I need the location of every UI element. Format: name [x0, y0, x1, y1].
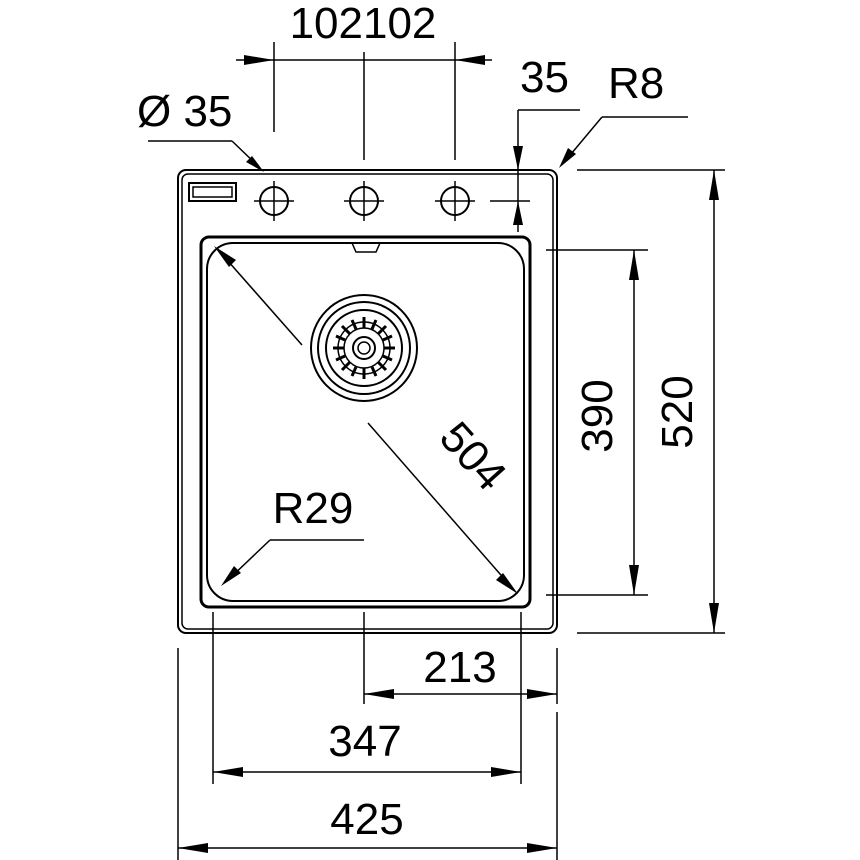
overflow-slot	[188, 182, 237, 202]
sink-outline	[177, 169, 558, 634]
bowl-height-label: 390	[573, 379, 622, 452]
edge-offset-label: 35	[520, 53, 569, 102]
dimension-bowl-radius: R29	[221, 484, 364, 586]
bowl-radius-label: R29	[273, 484, 354, 533]
dimension-drain-offset: 213	[363, 612, 558, 704]
dimension-bowl-width: 347	[212, 612, 522, 784]
overall-height-label: 520	[653, 375, 702, 448]
bowl-diagonal-label: 504	[430, 413, 516, 500]
dimension-edge-offset: 35	[490, 53, 580, 232]
drain-icon	[310, 294, 418, 402]
bowl-width-label: 347	[328, 717, 401, 766]
hole-diameter-label: Ø 35	[137, 87, 232, 136]
tap-hole-center	[344, 181, 384, 221]
dimension-overall-height: 520	[577, 169, 725, 634]
dimension-corner-radius: R8	[559, 59, 688, 168]
dimension-overall-width: 425	[177, 648, 558, 860]
tap-spacing-label: 102102	[290, 0, 437, 48]
tap-hole-left	[254, 181, 294, 221]
dimension-tap-spacing: 102102	[236, 0, 492, 160]
bowl-outline	[199, 235, 532, 609]
tap-hole-right	[435, 181, 475, 221]
corner-radius-label: R8	[608, 59, 664, 108]
dimension-bowl-height: 390	[546, 249, 648, 596]
dimension-bowl-diagonal: 504	[214, 246, 518, 594]
drain-offset-label: 213	[423, 643, 496, 692]
overall-width-label: 425	[330, 795, 403, 844]
dimension-hole-diameter: Ø 35	[137, 87, 264, 172]
